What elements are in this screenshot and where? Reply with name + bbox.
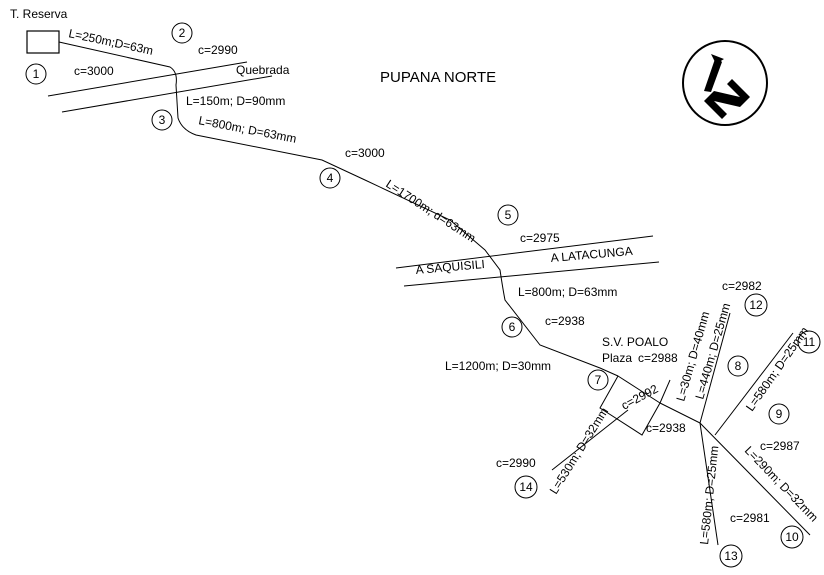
elevation-c2988: c=2988	[638, 351, 678, 365]
node-2: 2	[171, 22, 193, 44]
node-12: 12	[744, 293, 768, 317]
tank-label: T. Reserva	[10, 7, 68, 21]
svg-text:8: 8	[735, 359, 742, 373]
pipe-label-3: L=800m; D=63mm	[197, 113, 297, 146]
road-label-saquisili: A SAQUISILI	[415, 257, 485, 277]
north-arrow-icon	[682, 40, 768, 126]
pipe-label-1: L=250m;D=63m	[67, 26, 154, 58]
elevation-c2990-top: c=2990	[198, 43, 238, 57]
node-10: 10	[780, 525, 804, 549]
road-line-1	[395, 235, 654, 269]
plaza-box	[599, 375, 661, 436]
elevation-c2975: c=2975	[520, 231, 560, 245]
road-line-2	[403, 261, 660, 287]
node-8: 8	[727, 355, 749, 377]
node-4: 4	[319, 167, 341, 189]
node-13: 13	[719, 544, 743, 568]
svg-text:6: 6	[509, 320, 516, 334]
branch-plaza-junction	[659, 402, 701, 424]
diagram-title: PUPANA NORTE	[380, 69, 496, 86]
elevation-c2982: c=2982	[722, 279, 762, 293]
branch-short	[659, 379, 671, 404]
node-11: 11	[797, 330, 821, 354]
branch-to-11	[714, 332, 794, 436]
node-5: 5	[497, 204, 519, 226]
branch-to-10	[699, 422, 811, 536]
quebrada-line-2	[61, 75, 273, 113]
svg-text:13: 13	[724, 549, 738, 563]
branch-to-14	[551, 409, 629, 471]
branch-to-12	[699, 312, 731, 424]
pipe-label-6: L=1200m; D=30mm	[445, 359, 551, 373]
svg-text:2: 2	[179, 26, 186, 40]
pipe-label-4: L=1700m; d=63mm	[383, 177, 478, 245]
elevation-c2981: c=2981	[730, 511, 770, 525]
pipe-label-9: L=580m; D=25mm	[743, 324, 811, 413]
node-7: 7	[587, 369, 609, 391]
quebrada-line-1	[47, 61, 248, 97]
elevation-c2938-a: c=2938	[545, 314, 585, 328]
svg-text:14: 14	[519, 480, 533, 494]
svg-text:4: 4	[327, 171, 334, 185]
node-9: 9	[768, 403, 790, 425]
branch-to-13	[699, 422, 719, 546]
elevation-c3000-left: c=3000	[74, 64, 114, 78]
pipe-label-11: L=580m; D=25mm	[697, 445, 721, 545]
plaza-label: S.V. POALO	[602, 335, 668, 349]
plaza-sub-label: Plaza	[602, 351, 632, 365]
node-14: 14	[514, 475, 538, 499]
node-3: 3	[151, 109, 173, 131]
svg-text:3: 3	[159, 113, 166, 127]
elevation-c2938-b: c=2938	[646, 421, 686, 435]
svg-text:9: 9	[776, 407, 783, 421]
pipe-label-2: L=150m; D=90mm	[186, 94, 285, 108]
pipe-label-12: L=530m; D=32mm	[547, 405, 612, 497]
quebrada-label: Quebrada	[236, 63, 290, 77]
svg-text:7: 7	[595, 373, 602, 387]
svg-text:10: 10	[785, 530, 799, 544]
elevation-c2990-low: c=2990	[496, 456, 536, 470]
node-6: 6	[501, 316, 523, 338]
svg-text:5: 5	[505, 208, 512, 222]
main-pipeline	[58, 41, 619, 377]
svg-text:12: 12	[749, 298, 763, 312]
node-1: 1	[25, 63, 47, 85]
svg-text:1: 1	[33, 67, 40, 81]
elevation-c3000-mid: c=3000	[345, 146, 385, 160]
pipe-label-5: L=800m; D=63mm	[518, 285, 617, 299]
elevation-c2987: c=2987	[760, 439, 800, 453]
reserve-tank	[26, 30, 60, 54]
svg-text:11: 11	[803, 335, 816, 349]
elevation-c2992: c=2992	[619, 381, 661, 412]
